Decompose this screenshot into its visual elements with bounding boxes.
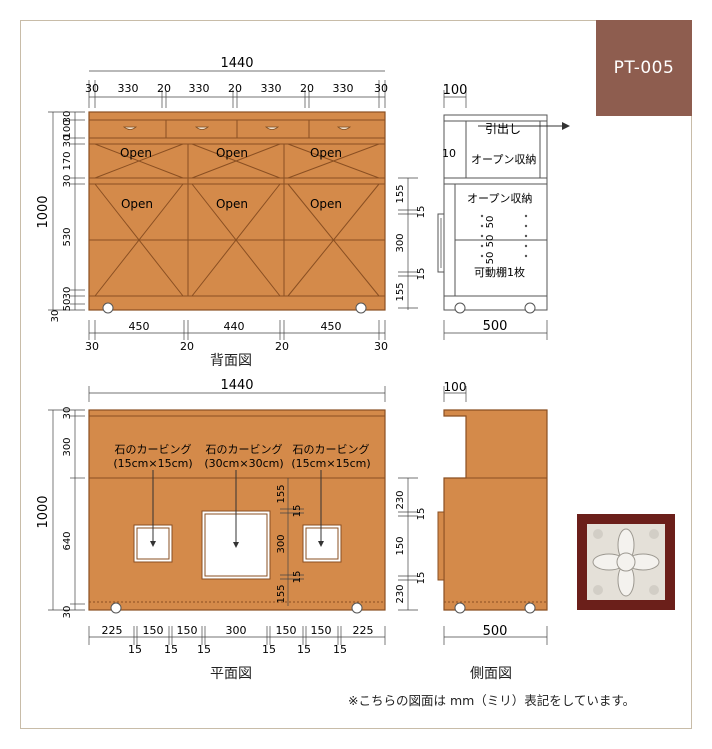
svg-text:150: 150 [276, 624, 297, 637]
svg-text:300: 300 [276, 534, 287, 553]
svg-text:15: 15 [262, 643, 276, 656]
svg-text:300: 300 [226, 624, 247, 637]
svg-text:30: 30 [62, 606, 73, 619]
carving-label: 石のカービング [206, 442, 283, 456]
svg-text:500: 500 [483, 319, 508, 334]
svg-text:15: 15 [416, 572, 427, 585]
svg-text:50: 50 [62, 299, 73, 312]
carving-label: 石のカービング [293, 442, 370, 456]
open-label: Open [121, 197, 153, 211]
side-view-bottom: 100 230 15 150 15 230 500 [395, 380, 548, 645]
svg-text:1440: 1440 [220, 378, 253, 393]
svg-text:100: 100 [444, 380, 467, 394]
svg-text:150: 150 [395, 536, 406, 555]
svg-text:225: 225 [353, 624, 374, 637]
svg-text:(15cm×15cm): (15cm×15cm) [113, 457, 192, 470]
open-label: Open [216, 146, 248, 160]
open-label: Open [120, 146, 152, 160]
plan-view: 石のカービング (15cm×15cm) 石のカービング (30cm×30cm) … [36, 378, 386, 656]
svg-text:30: 30 [62, 135, 73, 148]
svg-text:10: 10 [442, 147, 456, 160]
back-view: Open Open Open Open Open Open 1440 30 33… [36, 56, 427, 353]
svg-text:30: 30 [62, 111, 73, 124]
svg-text:1000: 1000 [36, 495, 51, 528]
svg-text:50: 50 [485, 216, 496, 229]
svg-text:150: 150 [143, 624, 164, 637]
svg-text:155: 155 [276, 584, 287, 603]
svg-text:20: 20 [180, 340, 194, 353]
svg-text:15: 15 [292, 571, 303, 584]
svg-text:150: 150 [311, 624, 332, 637]
svg-text:15: 15 [197, 643, 211, 656]
svg-text:155: 155 [395, 184, 406, 203]
svg-text:170: 170 [62, 151, 73, 170]
svg-text:155: 155 [276, 484, 287, 503]
svg-text:15: 15 [164, 643, 178, 656]
svg-text:100: 100 [62, 119, 73, 138]
svg-text:330: 330 [333, 82, 354, 95]
open-label: Open [310, 197, 342, 211]
svg-text:15: 15 [416, 268, 427, 281]
carving-label: 石のカービング [115, 442, 192, 456]
svg-text:300: 300 [395, 233, 406, 252]
side-view-top: 引出し オープン収納 オープン収納 可動棚1枚 10 50 50 50 100 … [437, 83, 570, 340]
svg-text:230: 230 [395, 490, 406, 509]
svg-text:530: 530 [62, 227, 73, 246]
svg-text:330: 330 [118, 82, 139, 95]
open-label: Open [310, 146, 342, 160]
svg-text:50: 50 [485, 252, 496, 265]
svg-text:30: 30 [50, 310, 61, 323]
drawer-label: 引出し [485, 122, 521, 136]
svg-text:15: 15 [333, 643, 347, 656]
svg-text:500: 500 [483, 624, 508, 639]
back-total-width: 1440 [220, 56, 253, 71]
svg-text:155: 155 [395, 282, 406, 301]
plan-view-caption: 平面図 [210, 666, 252, 682]
svg-text:230: 230 [395, 584, 406, 603]
svg-text:15: 15 [297, 643, 311, 656]
svg-text:(15cm×15cm): (15cm×15cm) [291, 457, 370, 470]
svg-text:30: 30 [85, 82, 99, 95]
svg-text:100: 100 [443, 83, 468, 98]
svg-text:330: 330 [261, 82, 282, 95]
svg-text:30: 30 [62, 175, 73, 188]
product-code-badge: PT-005 [596, 20, 692, 116]
svg-text:15: 15 [416, 206, 427, 219]
stone-carving-photo [577, 514, 675, 610]
svg-text:20: 20 [300, 82, 314, 95]
svg-text:(30cm×30cm): (30cm×30cm) [204, 457, 283, 470]
svg-text:440: 440 [224, 320, 245, 333]
movable-shelf-label: 可動棚1枚 [474, 265, 525, 279]
svg-text:640: 640 [62, 531, 73, 550]
svg-text:20: 20 [228, 82, 242, 95]
svg-text:450: 450 [129, 320, 150, 333]
svg-text:1000: 1000 [36, 195, 51, 228]
svg-text:225: 225 [102, 624, 123, 637]
svg-text:30: 30 [374, 340, 388, 353]
side-view-caption: 側面図 [470, 666, 512, 682]
drawing-frame [20, 20, 692, 729]
back-view-caption: 背面図 [210, 353, 252, 369]
svg-text:20: 20 [275, 340, 289, 353]
open-storage-label: オープン収納 [471, 153, 536, 166]
svg-text:20: 20 [157, 82, 171, 95]
svg-text:15: 15 [292, 505, 303, 518]
svg-text:15: 15 [128, 643, 142, 656]
svg-text:30: 30 [62, 407, 73, 420]
svg-text:50: 50 [485, 235, 496, 248]
units-note: ※こちらの図面は mm（ミリ）表記をしています。 [348, 693, 636, 708]
svg-text:30: 30 [85, 340, 99, 353]
svg-text:150: 150 [177, 624, 198, 637]
open-storage-label: オープン収納 [467, 192, 532, 205]
svg-text:30: 30 [62, 287, 73, 300]
open-label: Open [216, 197, 248, 211]
svg-text:450: 450 [321, 320, 342, 333]
svg-text:30: 30 [374, 82, 388, 95]
svg-text:330: 330 [189, 82, 210, 95]
svg-text:300: 300 [62, 437, 73, 456]
svg-text:15: 15 [416, 508, 427, 521]
